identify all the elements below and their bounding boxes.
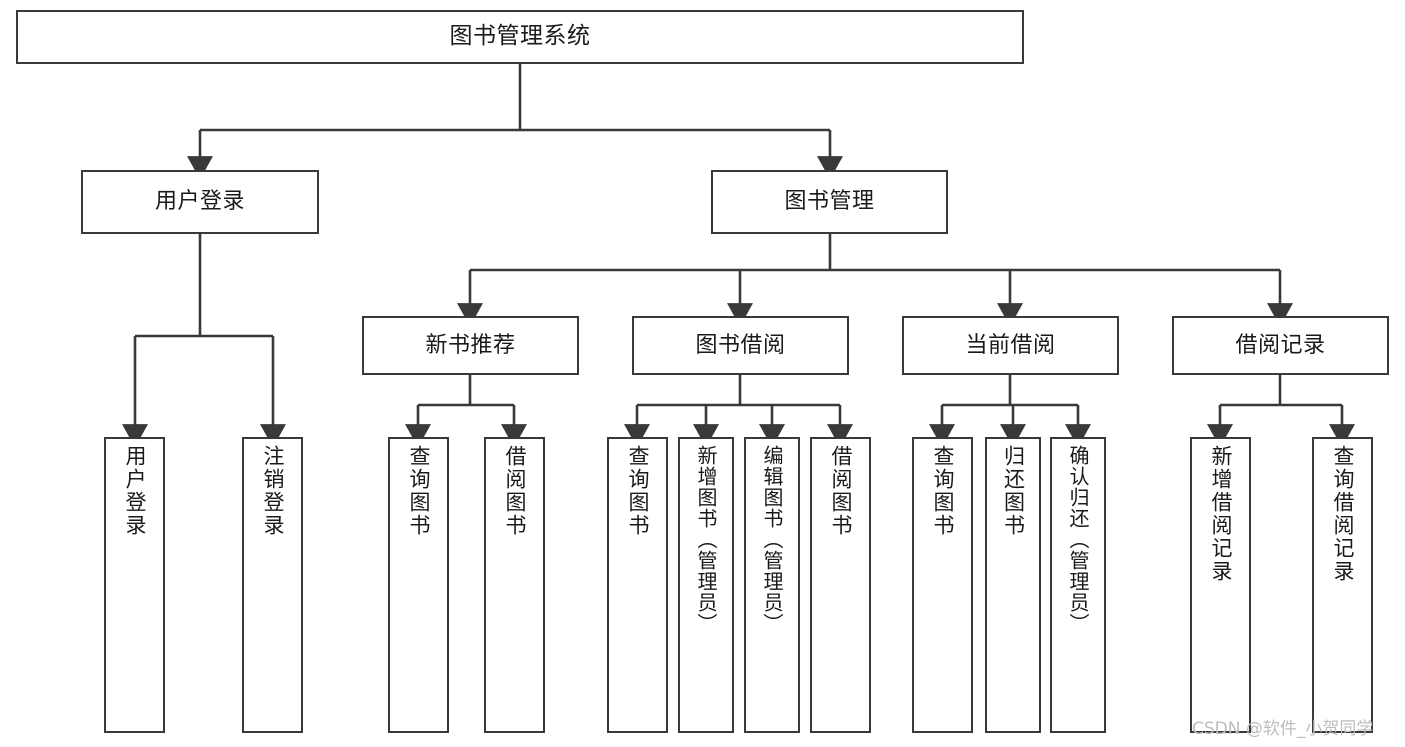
node-leaf-10[interactable]: 确认归还（管理员） [1050,437,1106,733]
node-level3-3[interactable]: 借阅记录 [1172,316,1389,375]
node-leaf-12[interactable]: 查询借阅记录 [1312,437,1373,733]
node-label: 图书管理 [784,189,875,215]
node-level3-1[interactable]: 图书借阅 [632,316,849,375]
node-label: 当前借阅 [965,332,1056,358]
node-leaf-3[interactable]: 借阅图书 [484,437,545,733]
node-root[interactable]: 图书管理系统 [16,10,1024,64]
node-level2-1[interactable]: 图书管理 [711,170,948,234]
node-label: 编辑图书（管理员） [760,445,784,634]
node-label: 查询图书 [407,445,431,537]
node-leaf-7[interactable]: 借阅图书 [810,437,871,733]
node-leaf-5[interactable]: 新增图书（管理员） [678,437,734,733]
node-leaf-6[interactable]: 编辑图书（管理员） [744,437,800,733]
node-label: 查询图书 [626,445,650,537]
node-label: 新增借阅记录 [1209,445,1233,583]
node-leaf-0[interactable]: 用户登录 [104,437,165,733]
node-label: 借阅图书 [503,445,527,537]
node-label: 查询图书 [931,445,955,537]
node-label: 借阅记录 [1235,332,1326,358]
node-leaf-2[interactable]: 查询图书 [388,437,449,733]
node-label: 查询借阅记录 [1331,445,1355,583]
node-label: 图书管理系统 [449,23,591,50]
node-level3-0[interactable]: 新书推荐 [362,316,579,375]
node-label: 图书借阅 [695,332,786,358]
node-level2-0[interactable]: 用户登录 [81,170,319,234]
node-label: 用户登录 [154,189,245,215]
node-label: 用户登录 [123,445,147,537]
node-label: 新增图书（管理员） [694,445,718,634]
node-label: 借阅图书 [829,445,853,537]
node-leaf-8[interactable]: 查询图书 [912,437,973,733]
node-leaf-11[interactable]: 新增借阅记录 [1190,437,1251,733]
watermark-text: CSDN @软件_小贺同学 [1192,719,1374,739]
node-label: 确认归还（管理员） [1066,445,1090,634]
node-label: 归还图书 [1001,445,1026,537]
node-leaf-9[interactable]: 归还图书 [985,437,1041,733]
node-leaf-4[interactable]: 查询图书 [607,437,668,733]
node-leaf-1[interactable]: 注销登录 [242,437,303,733]
node-label: 新书推荐 [425,332,516,358]
node-level3-2[interactable]: 当前借阅 [902,316,1119,375]
node-label: 注销登录 [261,445,285,537]
